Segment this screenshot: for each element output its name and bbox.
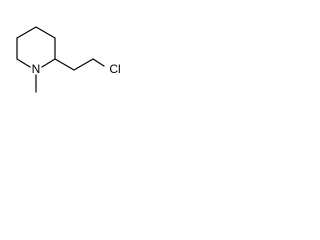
bond-lines: [16, 26, 105, 93]
bond-c2-c3: [35, 26, 56, 39]
structure-canvas: N Cl: [0, 0, 172, 116]
chlorine-label: Cl: [109, 62, 120, 76]
atom-labels: N Cl: [32, 62, 121, 76]
bond-n-c5: [16, 58, 31, 68]
bond-ring-ch2: [54, 58, 75, 71]
bond-c4-n: [41, 58, 56, 68]
nitrogen-label: N: [32, 62, 41, 76]
bond-ch2-ch2: [73, 58, 94, 71]
molecule-drawing: N Cl: [16, 26, 121, 93]
bond-ch2-cl: [92, 58, 105, 67]
bond-c1-c2: [16, 26, 37, 39]
